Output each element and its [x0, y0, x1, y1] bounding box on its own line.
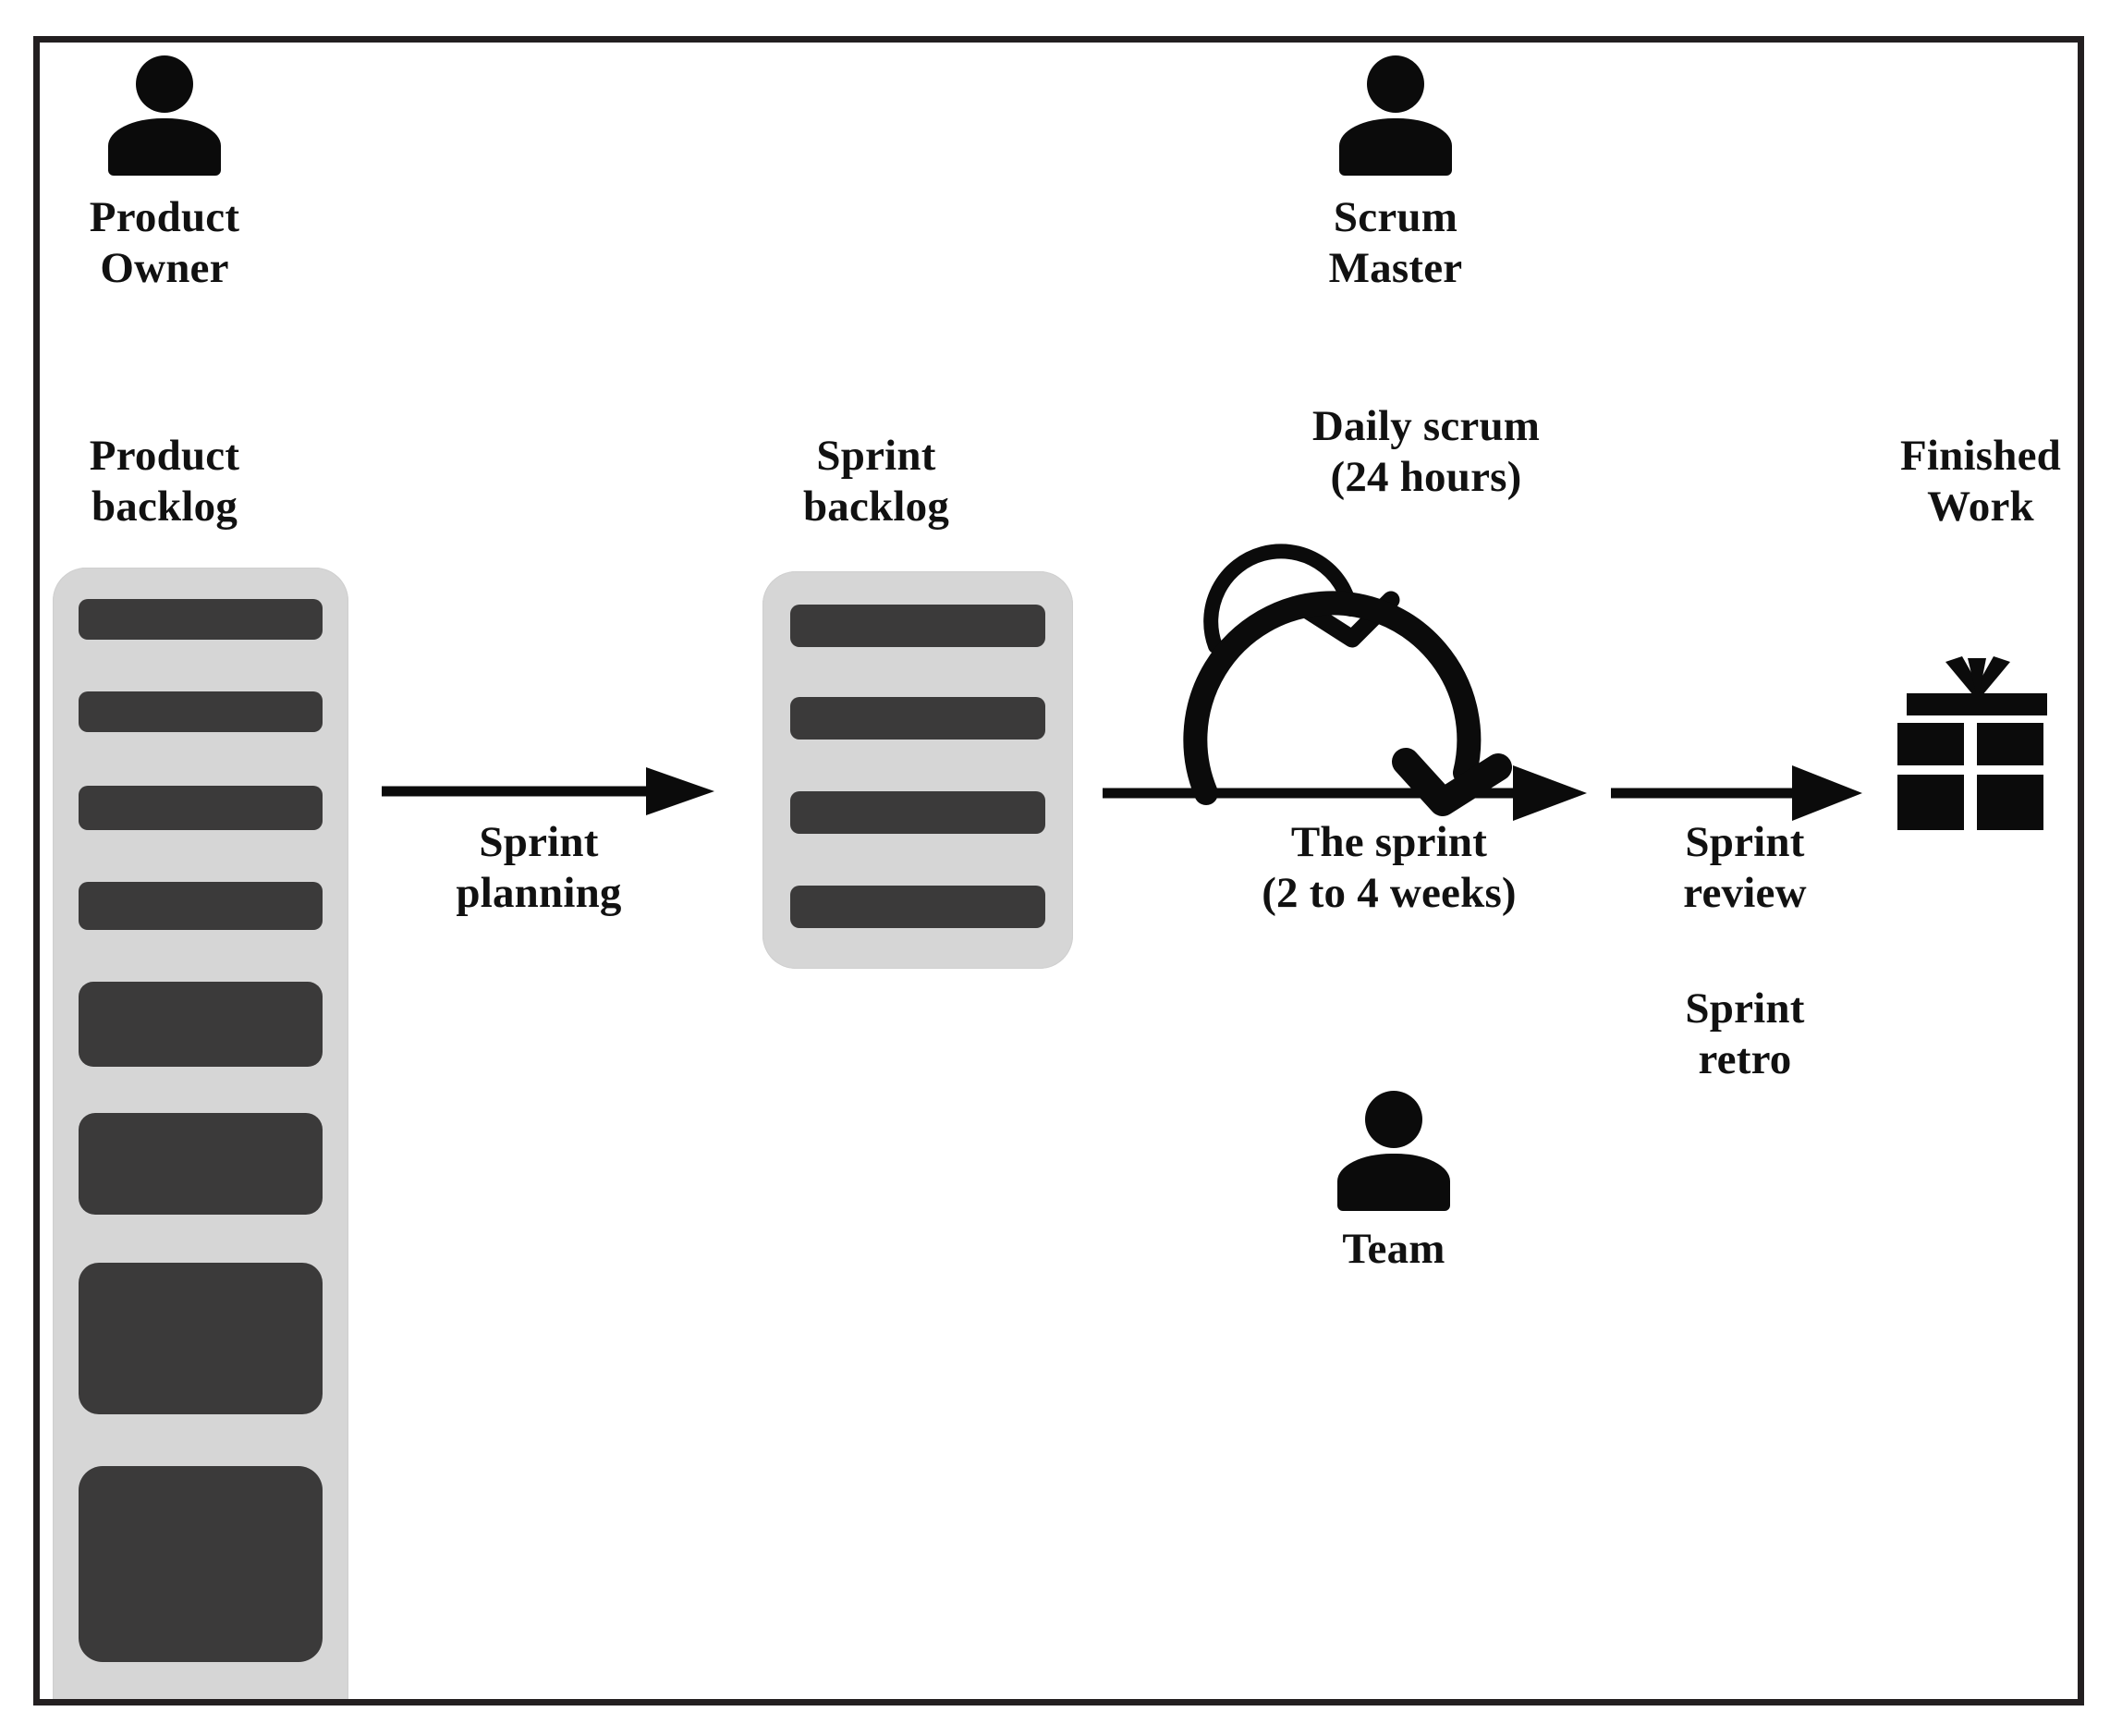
scrum-master-label-line2: Master	[1328, 243, 1463, 292]
sprint-retro-label-line1: Sprint	[1685, 984, 1805, 1033]
the-sprint-loop-icon	[1183, 591, 1512, 816]
gift-quadrant-icon	[1897, 775, 1964, 830]
product-owner-icon	[104, 52, 225, 177]
the-sprint-label-line1: The sprint	[1290, 818, 1488, 866]
sprint-item[interactable]	[790, 886, 1045, 928]
sprint-backlog-label-line1: Sprint	[816, 432, 936, 480]
gift-quadrant-icon	[1897, 723, 1964, 765]
product-backlog-label-line2: backlog	[91, 482, 238, 531]
gift-bow-icon	[1945, 656, 2010, 701]
sprint-retro-label-line2: retro	[1698, 1034, 1792, 1083]
sprint-review-arrow	[1611, 765, 1862, 821]
gift-icon	[1897, 653, 2055, 830]
backlog-item[interactable]	[79, 786, 323, 830]
person-body-icon	[108, 118, 221, 176]
sprint-backlog-label: Sprint backlog	[770, 431, 982, 532]
product-backlog-label: Product backlog	[58, 431, 271, 532]
team-label: Team	[1301, 1224, 1486, 1275]
product-owner-label: Product Owner	[72, 192, 257, 293]
backlog-item[interactable]	[79, 691, 323, 732]
sprint-backlog-label-line2: backlog	[802, 482, 950, 531]
finished-work-label-line1: Finished	[1900, 432, 2061, 480]
sprint-item[interactable]	[790, 697, 1045, 740]
team-label-line1: Team	[1342, 1225, 1445, 1273]
sprint-item[interactable]	[790, 605, 1045, 647]
person-head-icon	[1365, 1091, 1422, 1148]
product-owner-label-line2: Owner	[100, 243, 229, 292]
backlog-item[interactable]	[79, 982, 323, 1067]
scrum-master-label-line1: Scrum	[1333, 193, 1458, 241]
daily-scrum-label: Daily scrum (24 hours)	[1218, 401, 1634, 502]
daily-scrum-label-line1: Daily scrum	[1311, 402, 1541, 450]
backlog-item[interactable]	[79, 882, 323, 930]
sprint-planning-label-line1: Sprint	[479, 818, 599, 866]
backlog-item[interactable]	[79, 599, 323, 640]
sprint-backlog-tray	[762, 571, 1073, 969]
person-body-icon	[1339, 118, 1452, 176]
diagram-frame: Product Owner Scrum Master Product backl…	[33, 36, 2084, 1705]
sprint-planning-label: Sprint planning	[419, 817, 659, 918]
sprint-review-label: Sprint review	[1629, 817, 1860, 918]
daily-scrum-label-line2: (24 hours)	[1330, 452, 1522, 501]
sprint-review-label-line2: review	[1683, 868, 1807, 917]
backlog-item[interactable]	[79, 1113, 323, 1215]
product-backlog-label-line1: Product	[89, 432, 240, 480]
scrum-master-label: Scrum Master	[1303, 192, 1488, 293]
gift-quadrant-icon	[1977, 775, 2043, 830]
sprint-planning-label-line2: planning	[456, 868, 622, 917]
product-owner-label-line1: Product	[89, 193, 240, 241]
the-sprint-label-line2: (2 to 4 weeks)	[1262, 868, 1517, 917]
finished-work-label: Finished Work	[1865, 431, 2078, 532]
finished-work-label-line2: Work	[1927, 482, 2034, 531]
team-icon	[1334, 1087, 1454, 1212]
gift-quadrant-icon	[1977, 723, 2043, 765]
sprint-review-label-line1: Sprint	[1685, 818, 1805, 866]
sprint-retro-label: Sprint retro	[1629, 984, 1860, 1084]
backlog-item[interactable]	[79, 1466, 323, 1662]
product-backlog-tray	[53, 568, 348, 1699]
sprint-item[interactable]	[790, 791, 1045, 834]
the-sprint-arrow	[1103, 765, 1587, 821]
diagram-canvas: Product Owner Scrum Master Product backl…	[40, 43, 2078, 1699]
gift-lid-icon	[1907, 693, 2047, 715]
scrum-master-icon	[1336, 52, 1456, 177]
backlog-item[interactable]	[79, 1263, 323, 1414]
sprint-planning-arrow	[382, 767, 714, 815]
the-sprint-label: The sprint (2 to 4 weeks)	[1195, 817, 1583, 918]
person-head-icon	[136, 55, 193, 113]
person-body-icon	[1337, 1154, 1450, 1211]
person-head-icon	[1367, 55, 1424, 113]
